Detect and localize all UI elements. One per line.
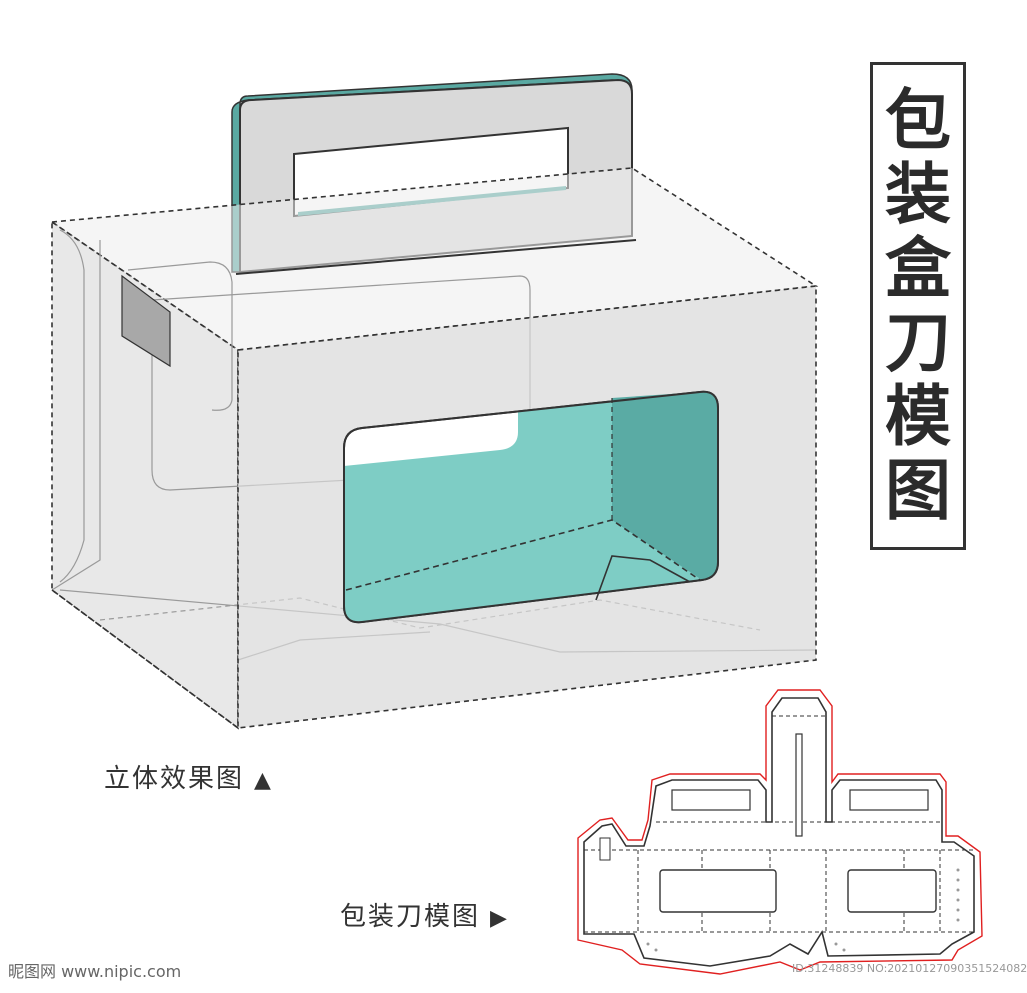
three-d-view-label: 立体效果图 ▲ xyxy=(104,758,273,795)
title-char-3: 盒 xyxy=(885,230,951,307)
three-d-box xyxy=(49,73,819,730)
title-char-4: 刀 xyxy=(885,304,951,381)
title-char-5: 模 xyxy=(885,378,951,455)
dieline-label: 包装刀模图 ▶ xyxy=(340,896,509,933)
three-d-label-text: 立体效果图 xyxy=(104,764,245,794)
dieline-body xyxy=(583,697,975,967)
dieline-cut-outline xyxy=(577,689,983,975)
dieline-perforation-dots xyxy=(646,868,960,952)
up-triangle-icon: ▲ xyxy=(254,768,273,793)
title-char-1: 包 xyxy=(885,82,951,159)
dieline-label-text: 包装刀模图 xyxy=(340,902,481,932)
title-box: 包 装 盒 刀 模 图 xyxy=(870,62,966,550)
dieline xyxy=(577,689,983,975)
title-char-2: 装 xyxy=(885,156,951,233)
watermark-left: 昵图网 www.nipic.com xyxy=(8,962,182,981)
watermark-right: ID:31248839 NO:20210127090351524082 xyxy=(792,962,1027,975)
right-triangle-icon: ▶ xyxy=(490,906,509,931)
title-char-6: 图 xyxy=(885,452,951,529)
box-window xyxy=(343,390,719,624)
